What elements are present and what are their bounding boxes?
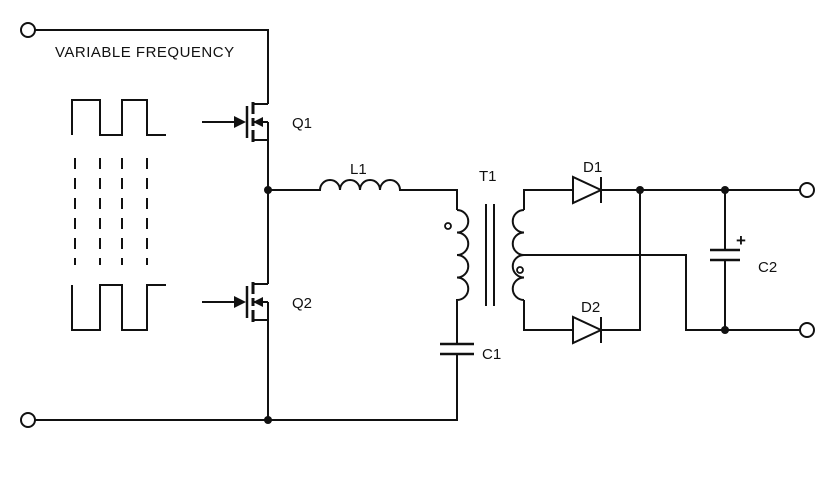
wire-d2-output (601, 190, 641, 331)
c2-polarity-mark: + (736, 231, 746, 250)
label-d2: D2 (581, 299, 600, 316)
t1-secondary-phase-dot-icon (516, 266, 524, 274)
t1-secondary-winding (511, 209, 525, 301)
input-terminal-bottom (20, 412, 36, 428)
gate-drive-arrow-icon-q2 (234, 296, 246, 308)
transformer-t1 (444, 204, 525, 344)
label-t1: T1 (479, 168, 497, 185)
wire-top-rail (35, 29, 269, 104)
d2-triangle-icon (572, 315, 604, 345)
output-terminal-top (799, 182, 815, 198)
gate-drive-arrow-icon-q1 (234, 116, 246, 128)
mosfet-q1 (202, 102, 269, 142)
source-label: VARIABLE FREQUENCY (55, 44, 235, 61)
waveform-timing-dashed-lines (74, 158, 148, 265)
wire-bottom-rail (35, 320, 458, 421)
t1-primary-phase-dot-icon (444, 222, 452, 230)
q2-body-arrow-icon (253, 297, 263, 307)
diode-d1 (572, 175, 800, 205)
t1-core-lines (485, 204, 495, 306)
d1-triangle-icon (572, 175, 604, 205)
q1-body-arrow-icon (253, 117, 263, 127)
junction-dot-c2-top (721, 186, 729, 194)
input-terminal-top (20, 22, 36, 38)
wire-secondary-top (523, 189, 573, 210)
label-l1: L1 (350, 161, 367, 178)
label-c2: C2 (758, 259, 777, 276)
label-c1: C1 (482, 346, 501, 363)
label-q1: Q1 (292, 115, 312, 132)
c2-plates (710, 248, 740, 262)
inductor-l1-symbol (268, 179, 458, 210)
junction-dot-c2-bottom (721, 326, 729, 334)
label-q2: Q2 (292, 295, 312, 312)
diode-d2 (572, 190, 641, 345)
wire-secondary-bottom (523, 300, 573, 331)
mosfet-q2 (202, 282, 269, 322)
junction-dot-midpoint (264, 186, 272, 194)
wire-secondary-center-tap (524, 254, 800, 331)
junction-dot-rectifier-output (636, 186, 644, 194)
capacitor-c1-plates (440, 342, 474, 356)
square-wave-q1-icon (71, 99, 166, 136)
junction-dot-bottom-rail (264, 416, 272, 424)
t1-primary-winding (456, 209, 470, 344)
square-wave-q2-icon (71, 284, 166, 331)
capacitor-c2 (710, 190, 740, 330)
output-terminal-bottom (799, 322, 815, 338)
label-d1: D1 (583, 159, 602, 176)
